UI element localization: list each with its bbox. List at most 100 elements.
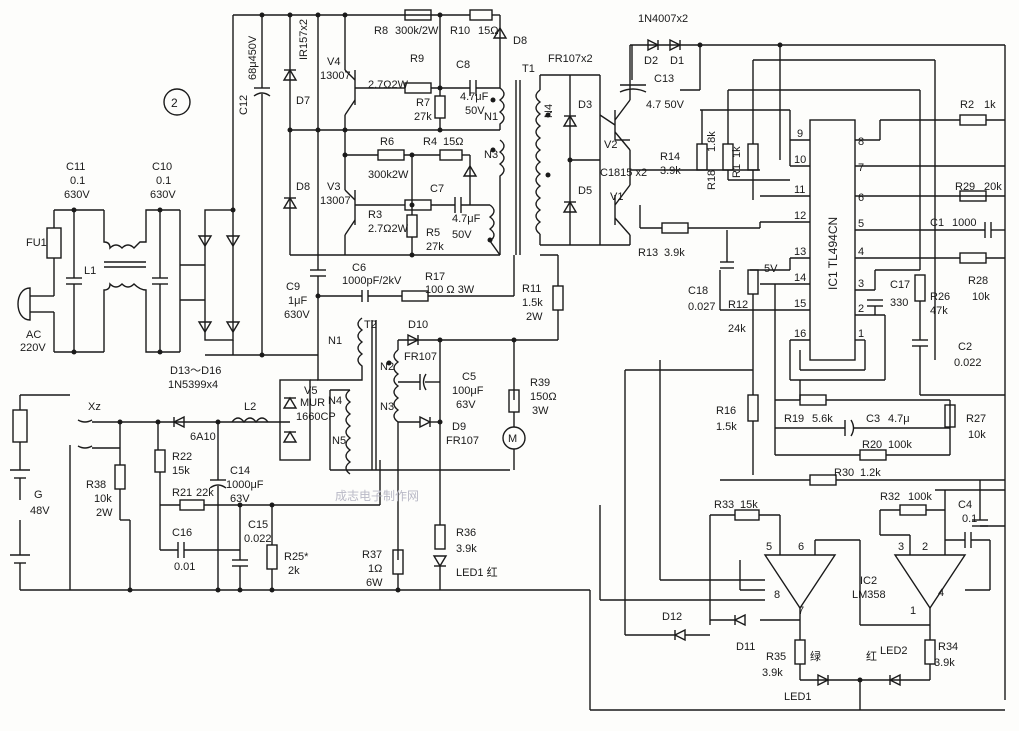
r26-value: 47k [930, 305, 948, 317]
watermark: 成志电子制作网 [335, 489, 419, 503]
v5-part: 1660CP [296, 411, 336, 423]
l2-label: L2 [244, 401, 256, 413]
c15-name: C15 [248, 519, 268, 531]
r37-name: R37 [362, 549, 382, 561]
bridge-rectifier [204, 209, 234, 341]
v1-label: V1 [610, 191, 623, 203]
t2-n2-label: N2 [380, 361, 394, 373]
pin-13: 13 [794, 246, 806, 258]
c8-value: 4.7μF [460, 91, 489, 103]
c8-voltage: 50V [465, 105, 485, 117]
r7-value: 27k [414, 111, 432, 123]
r10-name: R10 [450, 25, 470, 37]
t1-label: T1 [522, 63, 535, 75]
c14-name: C14 [230, 465, 250, 477]
5v-label: 5V [764, 263, 778, 275]
pin-6: 6 [858, 192, 864, 204]
bridge-name: D13～D16 [170, 365, 221, 377]
r20-name: R20 [862, 439, 882, 451]
d6a10-label: 6A10 [190, 431, 216, 443]
half-bridge-section [262, 9, 515, 356]
motor-label: M [508, 433, 517, 445]
r28-name: R28 [968, 275, 988, 287]
c11-voltage: 630V [64, 189, 90, 201]
fu1-label: FU1 [26, 237, 47, 249]
c18-value: 0.027 [688, 301, 716, 313]
t2-n5-label: N5 [332, 435, 346, 447]
r21-value: 22k [196, 487, 214, 499]
t2-n1-label: N1 [328, 335, 342, 347]
r5-name: R5 [426, 227, 440, 239]
r16-name: R16 [716, 405, 736, 417]
c16-value: 0.01 [174, 561, 195, 573]
c4-value: 0.1 [962, 513, 977, 525]
battery-voltage: 48V [30, 505, 50, 517]
r32-name: R32 [880, 491, 900, 503]
r2-name: R2 [960, 99, 974, 111]
v2-label: V2 [604, 139, 617, 151]
v3-name: V3 [327, 181, 340, 193]
r17-name: R17 [425, 271, 445, 283]
c11-value: 0.1 [70, 175, 85, 187]
r27-value: 10k [968, 429, 986, 441]
r30-name: R30 [834, 467, 854, 479]
r36-value: 3.9k [456, 543, 477, 555]
c10-value: 0.1 [156, 175, 171, 187]
t2-n3-label: N3 [380, 401, 394, 413]
ic2-pin-3: 3 [898, 541, 904, 553]
r19-value: 5.6k [812, 413, 833, 425]
c10-voltage: 630V [150, 189, 176, 201]
ic2-pin-5: 5 [766, 541, 772, 553]
r22-name: R22 [172, 451, 192, 463]
pin-5: 5 [858, 218, 864, 230]
r18-name: R18 [706, 170, 718, 190]
c12-value: 68μ450V [247, 35, 259, 80]
xz-label: Xz [88, 401, 101, 413]
r14-value: 3.9k [660, 165, 681, 177]
r13-name: R13 [638, 247, 658, 259]
r25-value: 2k [288, 565, 300, 577]
d1-label: D1 [670, 55, 684, 67]
r38-value: 10k [94, 493, 112, 505]
ir157-label: IR157x2 [298, 19, 310, 60]
r1-value: 1k [731, 146, 743, 158]
green-label: 绿 [810, 649, 821, 663]
c6-name: C6 [352, 262, 366, 274]
d7-label: D7 [296, 95, 310, 107]
r12-value: 24k [728, 323, 746, 335]
r9-name: R9 [410, 53, 424, 65]
c1815-label: C1815 x2 [600, 167, 647, 179]
battery-output-section [10, 379, 1005, 711]
r11-power: 2W [526, 311, 543, 323]
choke-l1 [103, 209, 180, 250]
pin-12: 12 [794, 210, 806, 222]
r38-power: 2W [96, 507, 113, 519]
fr107x2-label: FR107x2 [548, 53, 593, 65]
pin-1: 1 [858, 328, 864, 340]
n4-label: N4 [543, 104, 555, 118]
d5-label: D5 [578, 185, 592, 197]
v5-name: V5 [304, 385, 317, 397]
c9-value: 1μF [288, 295, 307, 307]
c10-name: C10 [152, 161, 172, 173]
v4-part: 13007 [320, 70, 351, 82]
r39-power: 3W [532, 405, 549, 417]
ic2-pin-2: 2 [922, 541, 928, 553]
bridge-part: 1N5399x4 [168, 379, 218, 391]
ac-voltage: 220V [20, 342, 46, 354]
led2-label: LED2 [880, 645, 908, 657]
c3-value: 4.7μ [888, 413, 910, 425]
tl494-ic [719, 110, 1005, 486]
r13-value: 3.9k [664, 247, 685, 259]
c9-name: C9 [286, 281, 300, 293]
c17-value: 330 [890, 297, 908, 309]
c6-value: 1000pF/2kV [342, 275, 402, 287]
d10-name: D10 [408, 319, 428, 331]
pin-8: 8 [858, 136, 864, 148]
r11-name: R11 [522, 283, 541, 295]
r36-name: R36 [456, 527, 476, 539]
pin-11: 11 [794, 184, 805, 196]
c7-value: 4.7μF [452, 213, 481, 225]
c5-name: C5 [462, 371, 476, 383]
